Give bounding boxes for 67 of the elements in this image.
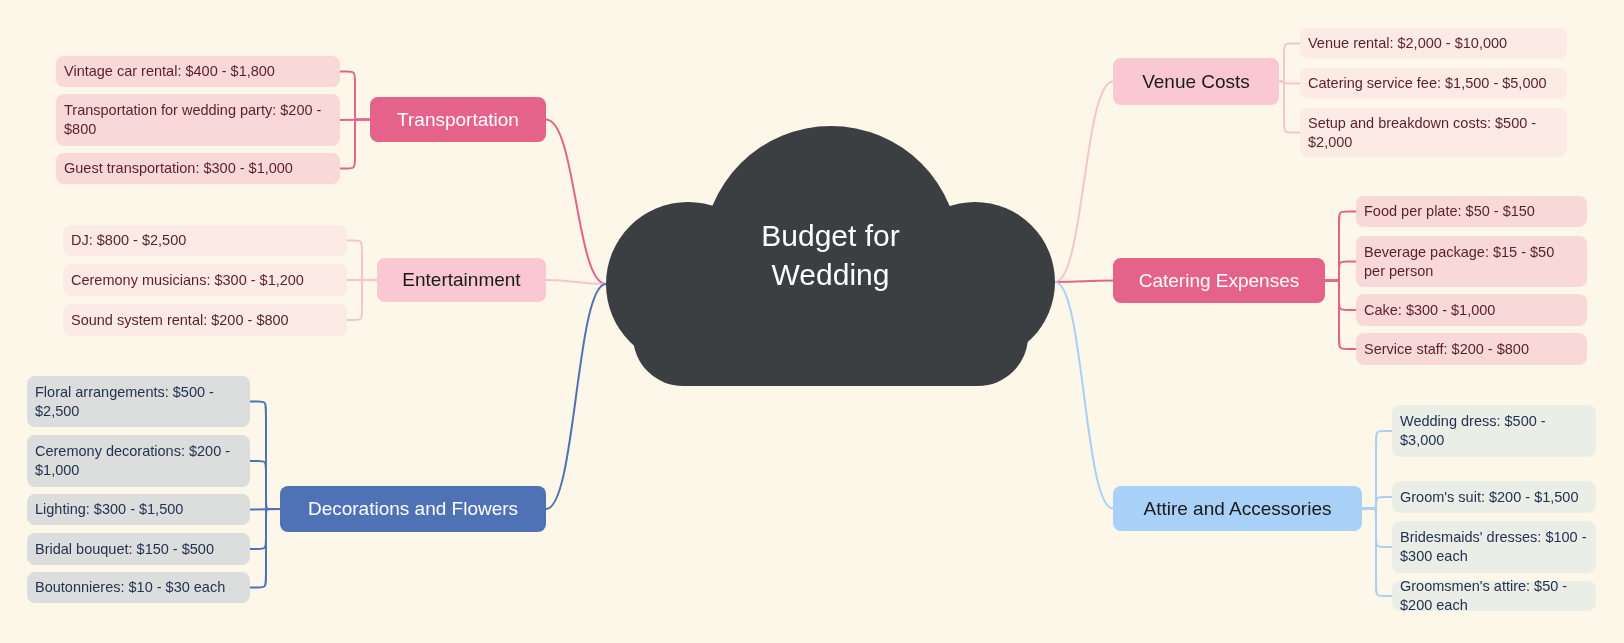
topic-box	[370, 97, 546, 142]
topic-label: Catering Expenses	[1137, 269, 1301, 292]
subtopic-box	[1392, 405, 1596, 457]
subtopic-label: Wedding dress: $500 - $3,000	[1400, 412, 1547, 450]
subtopic-label: Setup and breakdown costs: $500 - $2,000	[1308, 113, 1538, 152]
subtopic-label: Groomsmen's attire: $50 - $200 each	[1400, 577, 1569, 615]
connector-line	[1054, 281, 1114, 510]
topic-box	[377, 258, 546, 302]
subtopic-label: Beverage package: $15 - $50 per person	[1364, 242, 1556, 281]
connector-line	[1054, 279, 1114, 283]
subtopic-label: Ceremony decorations: $200 - $1,000	[35, 442, 232, 480]
topic-label: Venue Costs	[1141, 70, 1251, 93]
subtopic-label: Lighting: $300 - $1,500	[35, 500, 185, 519]
subtopic-box	[63, 264, 347, 296]
subtopic-label: Catering service fee: $1,500 - $5,000	[1308, 74, 1548, 93]
subtopic-label: Sound system rental: $200 - $800	[71, 310, 290, 330]
subtopic-label: Bridal bouquet: $150 - $500	[35, 539, 215, 559]
connector-line	[545, 279, 607, 285]
subtopic-box	[63, 225, 347, 256]
topic-box	[280, 486, 546, 532]
connector-line	[545, 283, 607, 510]
subtopic-box	[27, 435, 250, 487]
subtopic-box	[1300, 28, 1567, 59]
subtopic-box	[27, 494, 250, 525]
subtopic-label: Guest transportation: $300 - $1,000	[64, 159, 294, 178]
topic-box	[1113, 486, 1362, 531]
subtopic-label: Ceremony musicians: $300 - $1,200	[71, 270, 305, 290]
subtopic-box	[63, 304, 347, 336]
subtopic-label: Floral arrangements: $500 - $2,500	[35, 382, 215, 421]
subtopic-box	[56, 56, 340, 87]
connector-line	[1324, 279, 1357, 350]
connector-line	[1278, 80, 1301, 134]
subtopic-box	[56, 153, 340, 184]
topic-box	[1113, 58, 1279, 105]
subtopic-label: Food per plate: $50 - $150	[1364, 202, 1536, 221]
subtopic-label: Boutonnieres: $10 - $30 each	[35, 578, 227, 597]
subtopic-label: Vintage car rental: $400 - $1,800	[64, 62, 276, 81]
subtopic-box	[27, 572, 250, 603]
topic-label: Entertainment	[401, 269, 522, 291]
subtopic-label: DJ: $800 - $2,500	[71, 231, 188, 250]
connector-line	[339, 118, 371, 170]
subtopic-label: Groom's suit: $200 - $1,500	[1400, 487, 1580, 507]
subtopic-label: Venue rental: $2,000 - $10,000	[1308, 34, 1509, 53]
connector-line	[1054, 80, 1114, 283]
subtopic-box	[1392, 481, 1596, 513]
subtopic-label: Transportation for wedding party: $200 - $800	[64, 101, 323, 139]
connector-line	[1361, 507, 1393, 597]
subtopic-box	[27, 376, 250, 427]
subtopic-box	[1392, 581, 1596, 611]
topic-label: Transportation	[396, 108, 520, 131]
subtopic-label: Service staff: $200 - $800	[1364, 339, 1530, 359]
subtopic-box	[56, 94, 340, 146]
topic-label: Attire and Accessories	[1142, 497, 1333, 520]
subtopic-box	[1300, 68, 1567, 99]
subtopic-box	[1300, 108, 1567, 157]
subtopic-box	[1356, 196, 1587, 227]
subtopic-label: Cake: $300 - $1,000	[1364, 300, 1497, 320]
subtopic-label: Bridesmaids' dresses: $100 - $300 each	[1400, 528, 1588, 566]
subtopic-box	[27, 533, 250, 565]
subtopic-box	[1356, 333, 1587, 365]
subtopic-box	[1356, 294, 1587, 326]
topic-box	[1113, 258, 1325, 303]
connector-line	[249, 508, 281, 589]
subtopic-box	[1356, 236, 1587, 287]
connector-line	[346, 279, 378, 321]
topic-label: Decorations and Flowers	[306, 498, 520, 520]
subtopic-box	[1392, 521, 1596, 573]
